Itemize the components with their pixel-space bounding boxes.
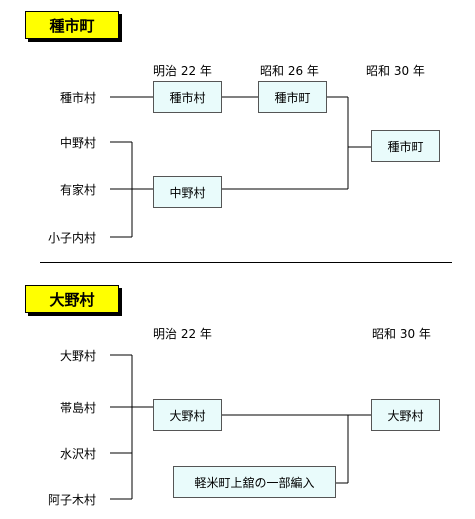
village-akogi: 阿子木村	[47, 493, 96, 507]
node-m22-ono: 大野村	[153, 399, 222, 431]
era-meiji22: 明治 22 年	[153, 64, 212, 78]
section-divider	[40, 262, 452, 263]
village-ono: 大野村	[59, 349, 96, 363]
village-taneichi: 種市村	[59, 91, 96, 105]
node-s30-taneichi: 種市町	[371, 130, 440, 162]
section2-title: 大野村	[25, 285, 119, 313]
era-showa26: 昭和 26 年	[260, 64, 319, 78]
village-mizusawa: 水沢村	[59, 447, 96, 461]
node-s30-ono: 大野村	[371, 399, 440, 431]
village-kojinai: 小子内村	[47, 231, 96, 245]
node-m22-nakano: 中野村	[153, 176, 222, 208]
era-showa30: 昭和 30 年	[366, 64, 425, 78]
section1-title: 種市町	[25, 11, 119, 39]
village-obishima: 帯島村	[59, 401, 96, 415]
village-nakano: 中野村	[59, 136, 96, 150]
node-karumai-annex: 軽米町上舘の一部編入	[173, 466, 336, 498]
node-s26-taneichi: 種市町	[258, 81, 327, 113]
village-arie: 有家村	[59, 183, 96, 197]
node-m22-taneichi: 種市村	[153, 81, 222, 113]
era2-showa30: 昭和 30 年	[372, 327, 431, 341]
era2-meiji22: 明治 22 年	[153, 327, 212, 341]
